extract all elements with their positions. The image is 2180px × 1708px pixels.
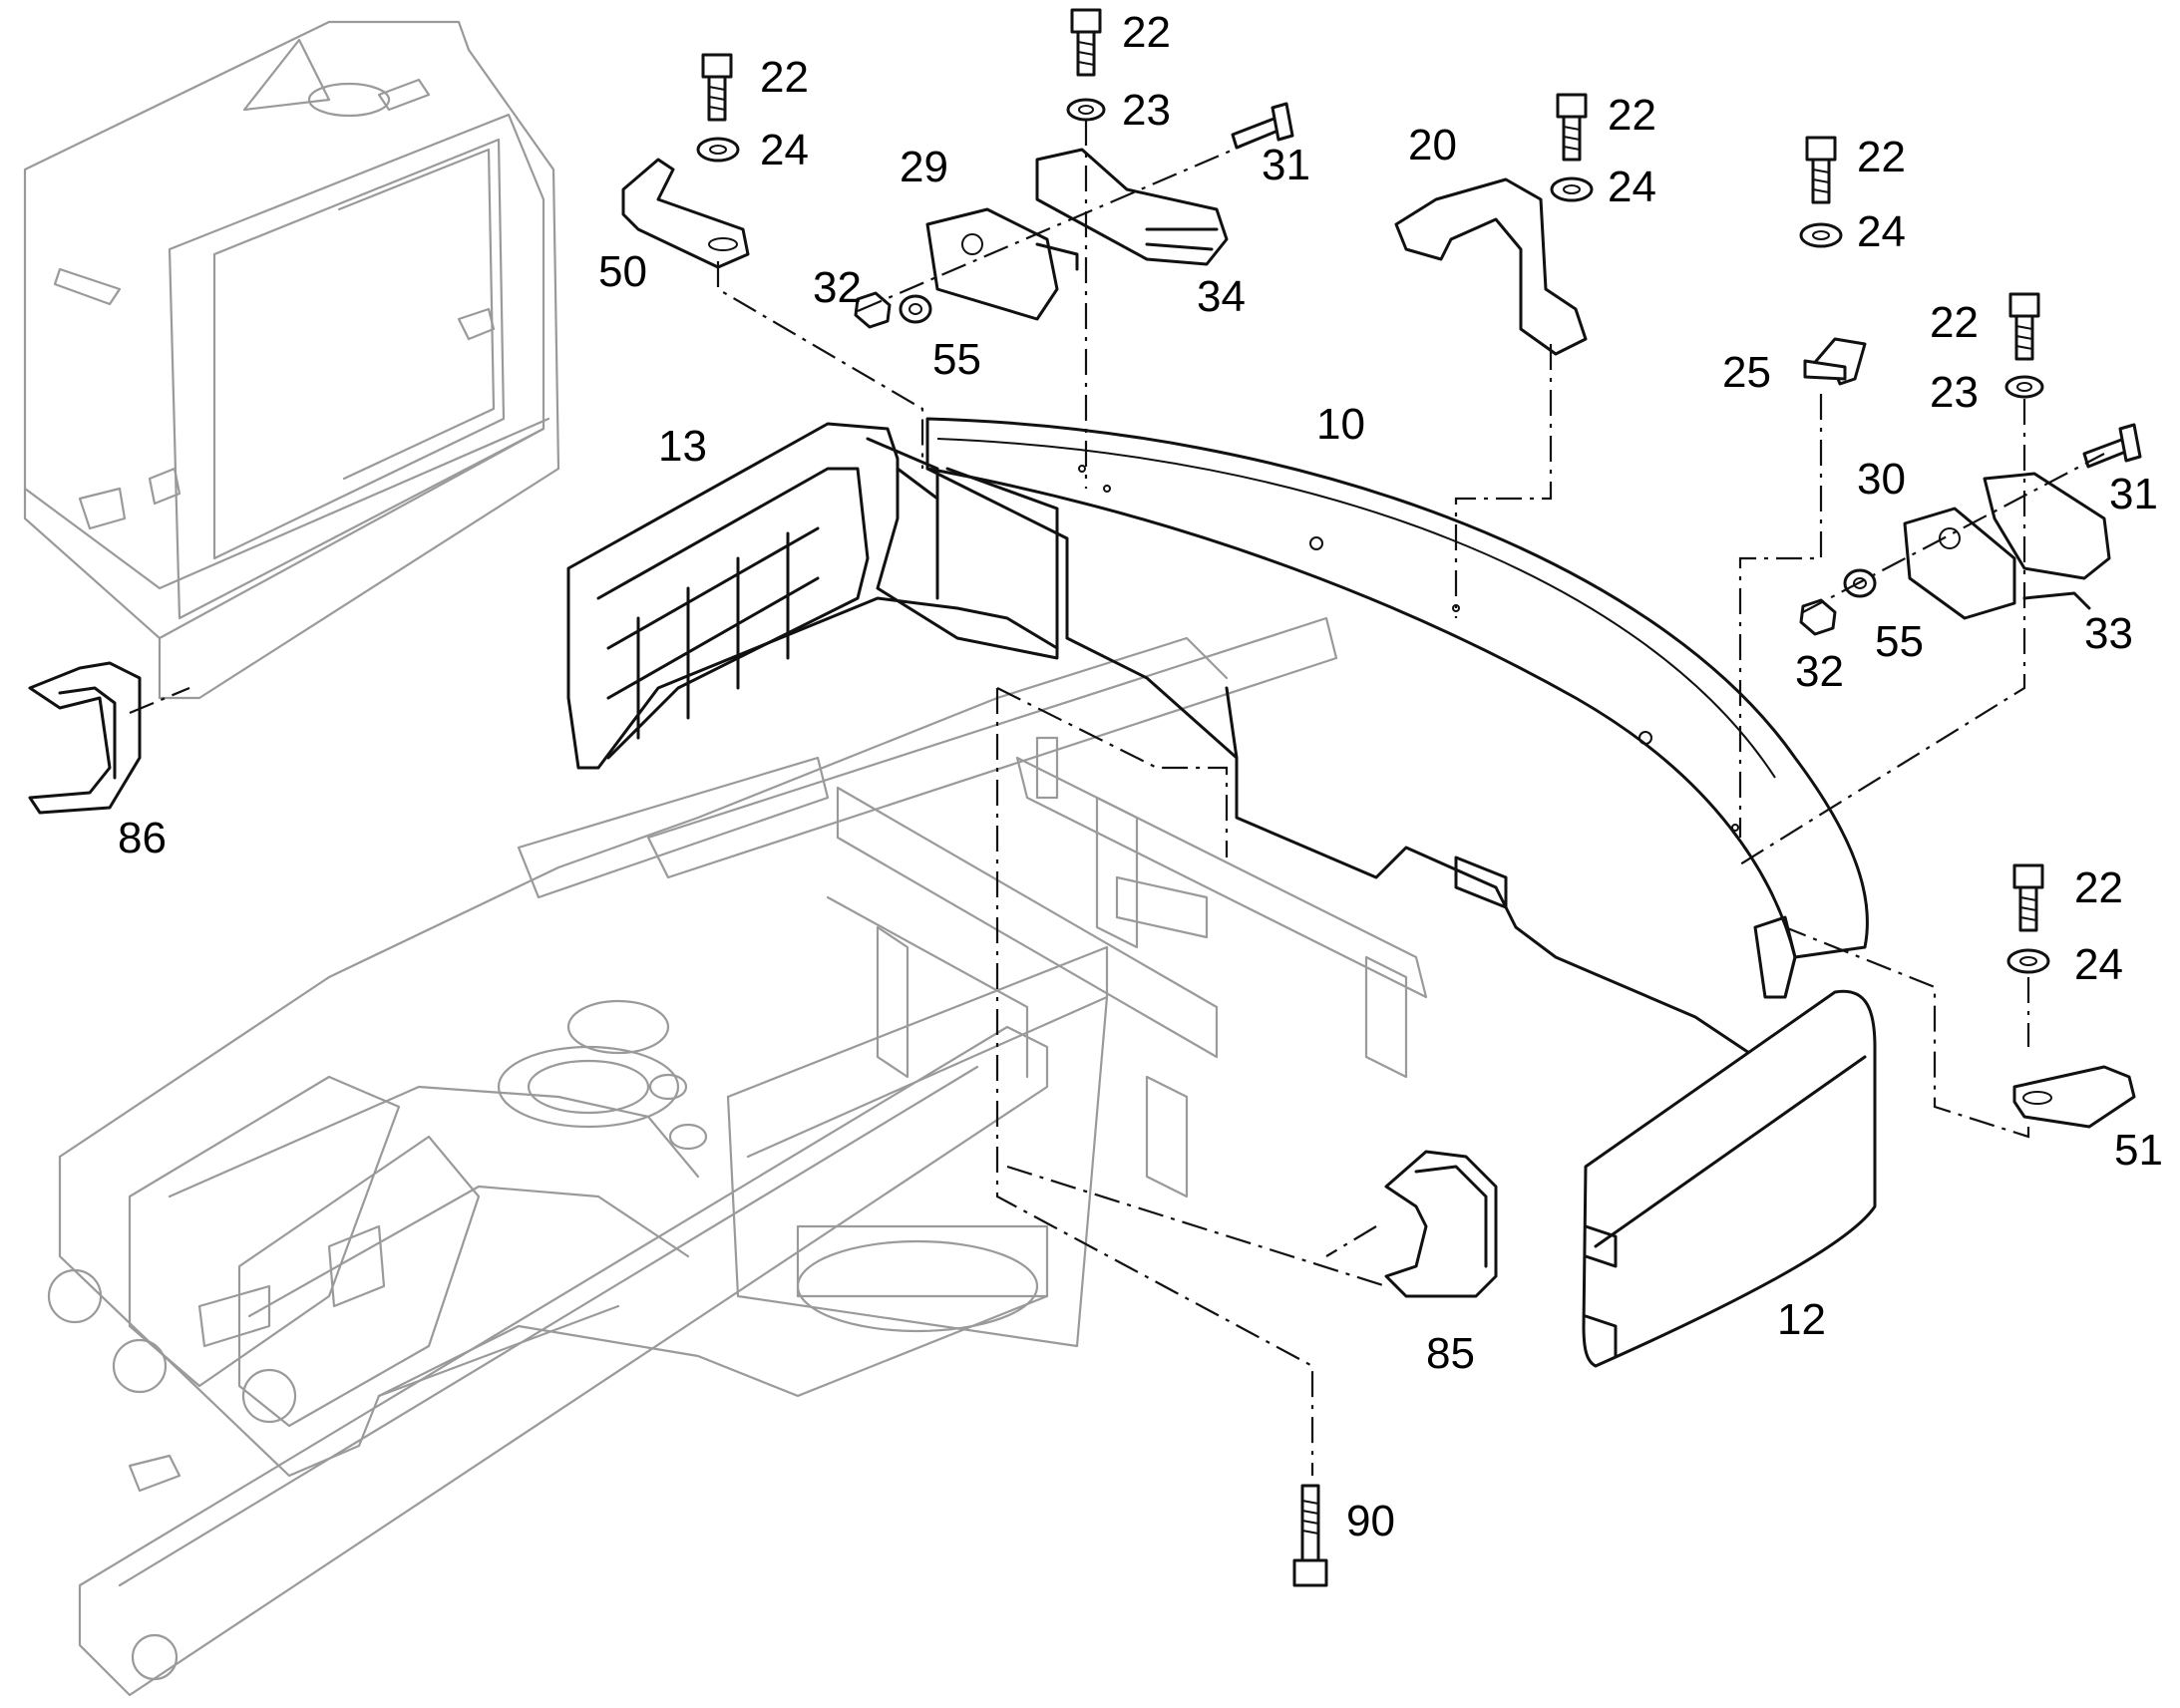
label-34: 34 — [1197, 272, 1246, 321]
hex-bolt-icon — [1805, 136, 1837, 204]
hex-bolt-icon — [2008, 292, 2040, 361]
part-labels: 22 24 50 29 32 55 22 23 31 34 20 22 24 2… — [118, 8, 2163, 1545]
hex-bolt-icon — [2012, 863, 2044, 932]
label-32: 32 — [1795, 647, 1844, 696]
hex-bolt-icon — [1292, 1484, 1328, 1587]
label-24: 24 — [2074, 940, 2123, 989]
label-12: 12 — [1777, 1295, 1826, 1344]
cab-frame-ghost — [23, 20, 560, 700]
label-51: 51 — [2114, 1126, 2163, 1175]
side-cover-icon — [28, 661, 1498, 1298]
label-55: 55 — [1875, 617, 1924, 666]
side-cover-icon — [1582, 915, 1877, 1368]
label-31: 31 — [2109, 470, 2158, 518]
hex-bolt-icon — [1556, 93, 1588, 162]
label-55: 55 — [932, 335, 981, 384]
label-24: 24 — [1608, 163, 1656, 211]
undercarriage-frame-ghost — [47, 616, 1428, 1697]
countersunk-screw-icon — [1231, 102, 2142, 469]
label-20: 20 — [1408, 121, 1457, 170]
hex-bolt-icon — [1070, 8, 1102, 77]
flat-washer-icon — [696, 98, 2050, 974]
label-23: 23 — [1930, 368, 1979, 417]
label-90: 90 — [1346, 1497, 1395, 1545]
label-31: 31 — [1262, 141, 1310, 189]
label-29: 29 — [900, 143, 948, 191]
label-86: 86 — [118, 814, 167, 862]
label-22: 22 — [1930, 298, 1979, 347]
label-30: 30 — [1857, 455, 1906, 504]
label-24: 24 — [760, 126, 809, 174]
counterweight-icon — [925, 417, 1869, 1059]
label-22: 22 — [2074, 863, 2123, 912]
leader-lines — [129, 120, 2105, 1476]
hex-bolt-icon — [701, 53, 733, 122]
label-25: 25 — [1722, 348, 1771, 397]
label-23: 23 — [1122, 86, 1171, 135]
label-13: 13 — [658, 422, 707, 471]
label-32: 32 — [813, 263, 862, 312]
label-22: 22 — [1122, 8, 1171, 57]
bracket-icon — [621, 158, 2136, 1129]
label-24: 24 — [1857, 207, 1906, 256]
label-22: 22 — [760, 53, 809, 102]
label-85: 85 — [1426, 1329, 1475, 1378]
label-50: 50 — [598, 247, 647, 296]
side-cover-icon — [566, 422, 1059, 770]
label-22: 22 — [1608, 91, 1656, 140]
label-33: 33 — [2084, 609, 2133, 658]
label-10: 10 — [1316, 400, 1365, 449]
handle-icon — [1394, 177, 1588, 356]
label-22: 22 — [1857, 133, 1906, 181]
